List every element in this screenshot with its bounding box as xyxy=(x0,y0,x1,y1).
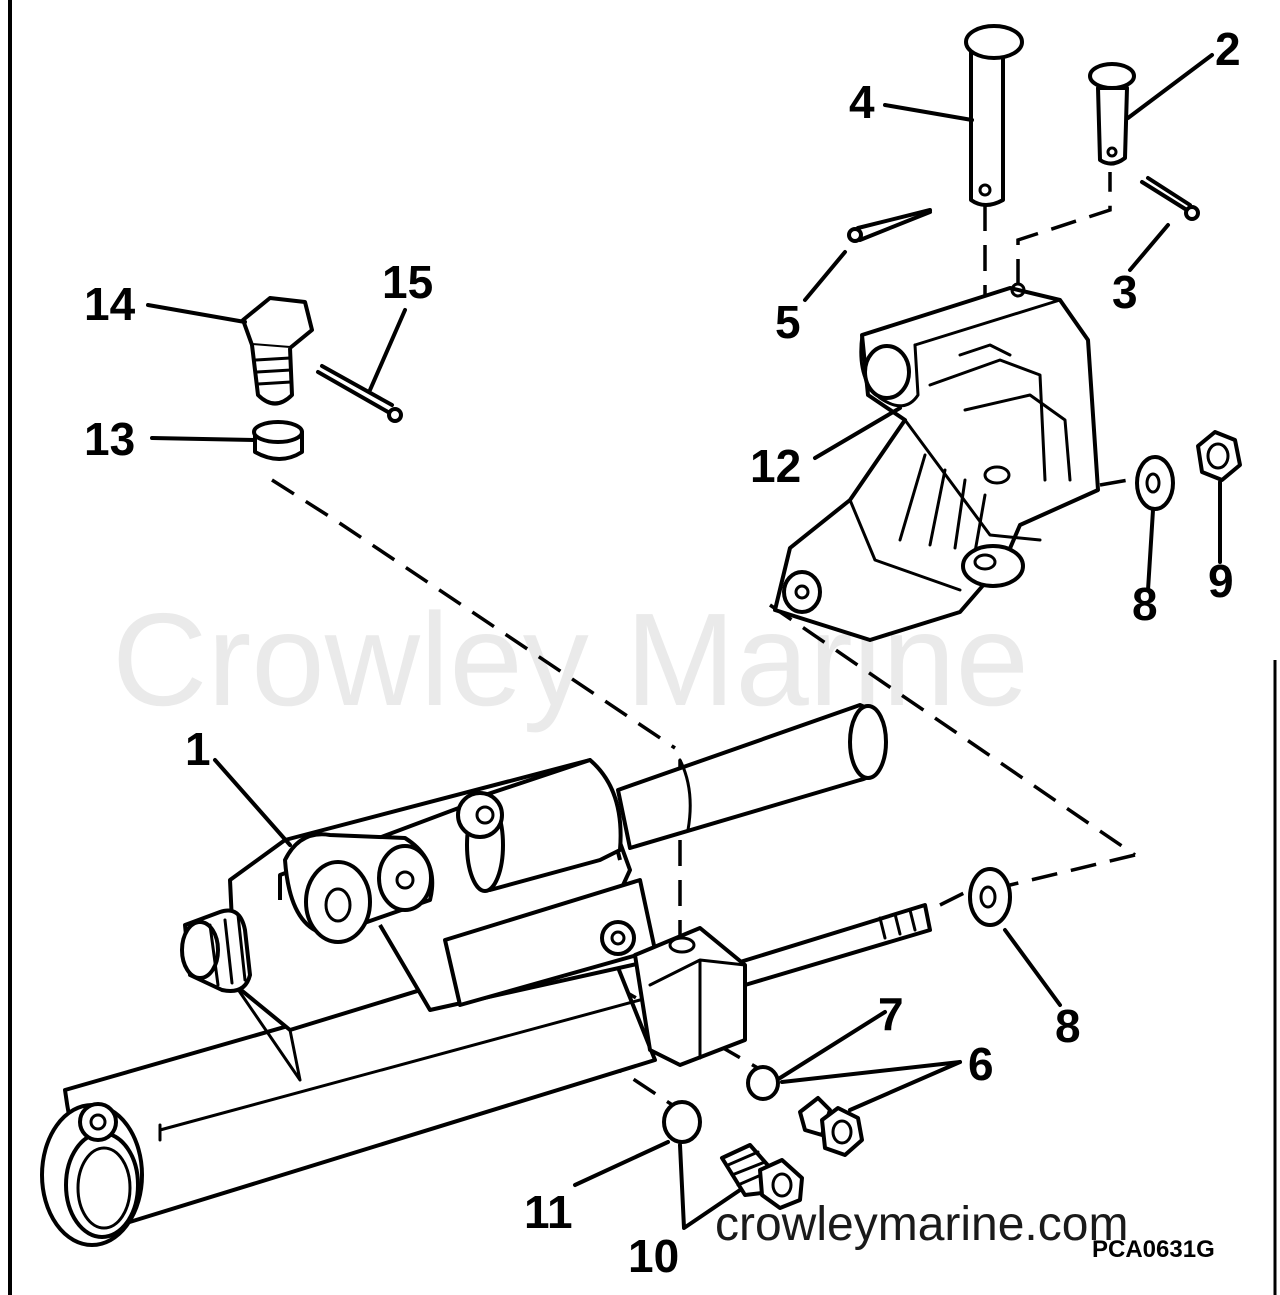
diagram-code: PCA0631G xyxy=(1092,1236,1215,1263)
cotter-pin-5 xyxy=(847,208,932,243)
bolt xyxy=(241,296,314,406)
callout-11: 11 xyxy=(524,1186,573,1238)
bracket-housing xyxy=(773,282,1100,642)
pin-short xyxy=(1088,62,1136,166)
callout-14: 14 xyxy=(84,278,136,330)
callout-5: 5 xyxy=(775,296,801,348)
pin-long xyxy=(964,24,1024,207)
fitting xyxy=(798,1096,864,1157)
hose-fitting xyxy=(720,1143,804,1210)
o-ring xyxy=(746,1065,780,1101)
washer-upper xyxy=(1135,455,1175,511)
callout-9: 9 xyxy=(1208,555,1234,607)
callout-2: 2 xyxy=(1215,23,1241,75)
callout-13: 13 xyxy=(84,413,135,465)
callout-8-upper: 8 xyxy=(1132,578,1158,630)
cotter-pin-15 xyxy=(316,364,403,423)
callout-3: 3 xyxy=(1112,266,1138,318)
callout-1: 1 xyxy=(185,723,211,775)
washer-lower xyxy=(968,867,1012,927)
nut xyxy=(1196,430,1242,482)
callout-7: 7 xyxy=(878,988,904,1040)
leader-lines xyxy=(146,53,1222,1230)
callout-12: 12 xyxy=(750,440,801,492)
callout-labels: 4 2 3 5 14 15 13 12 8 9 1 8 7 6 11 10 xyxy=(84,23,1241,1282)
callout-4: 4 xyxy=(849,76,875,128)
callout-8-lower: 8 xyxy=(1055,1000,1081,1052)
bushing xyxy=(252,420,304,461)
site-watermark: crowleymarine.com xyxy=(715,1198,1128,1251)
plug xyxy=(662,1100,702,1144)
callout-10: 10 xyxy=(628,1230,679,1282)
cylinder-assembly xyxy=(40,703,932,1247)
callout-15: 15 xyxy=(382,256,433,308)
callout-6: 6 xyxy=(968,1038,994,1090)
cotter-pin-3 xyxy=(1140,176,1200,221)
